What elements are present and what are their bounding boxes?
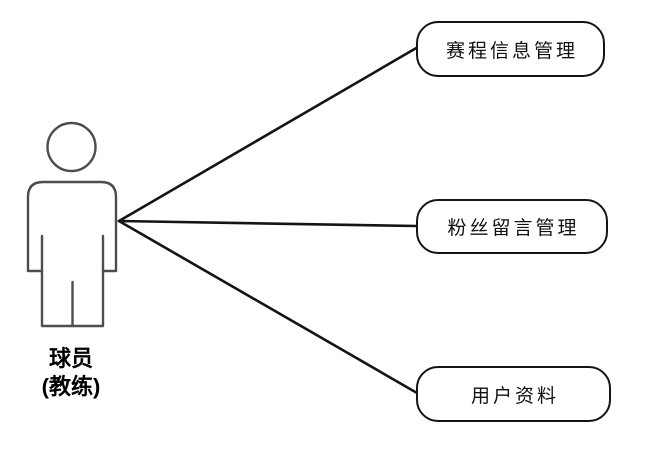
use-case-label: 用户资料 bbox=[470, 385, 559, 407]
actor-body-icon bbox=[26, 180, 118, 328]
actor-head-icon bbox=[46, 121, 97, 173]
association-line-schedule bbox=[117, 45, 420, 223]
use-case-user-profile: 用户资料 bbox=[416, 366, 611, 422]
actor-figure bbox=[26, 121, 118, 328]
use-case-fan-message-management: 粉丝留言管理 bbox=[416, 199, 608, 254]
association-line-user-profile bbox=[117, 219, 419, 395]
actor-label: 球员 (教练) bbox=[5, 345, 137, 401]
use-case-label: 粉丝留言管理 bbox=[447, 218, 580, 239]
use-case-schedule-info-management: 赛程信息管理 bbox=[416, 21, 605, 77]
actor-label-line1: 球员 bbox=[48, 346, 93, 371]
actor-label-line2: (教练) bbox=[41, 374, 101, 399]
association-line-fan-message bbox=[117, 219, 419, 228]
use-case-label: 赛程信息管理 bbox=[445, 40, 578, 62]
